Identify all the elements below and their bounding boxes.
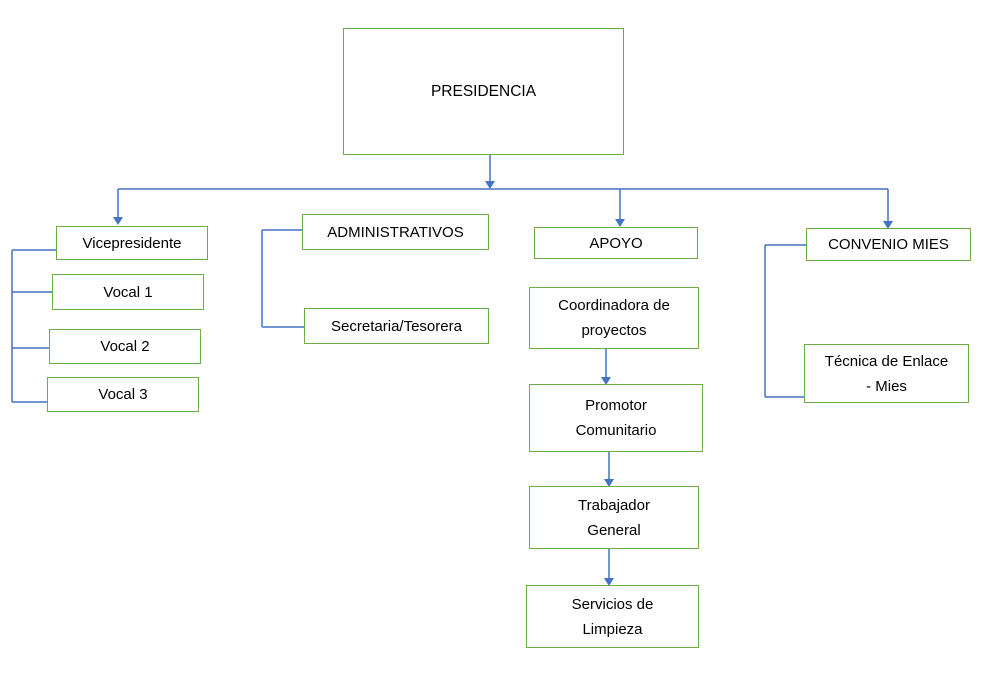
node-vocal-3: Vocal 3 [47, 377, 199, 412]
node-coordinadora-line1: Coordinadora de [558, 297, 670, 314]
node-trabajador-line1: Trabajador [578, 496, 650, 514]
node-convenio-mies-label: CONVENIO MIES [828, 236, 949, 253]
node-coordinadora-proyectos: Coordinadora de proyectos [529, 287, 699, 349]
node-servicios-line1: Servicios de [571, 595, 654, 613]
arrowhead-apoyo [615, 219, 625, 227]
node-vicepresidente: Vicepresidente [56, 226, 208, 260]
arrowhead-trabajador [604, 479, 614, 487]
node-presidencia: PRESIDENCIA [343, 28, 624, 155]
node-vocal-2: Vocal 2 [49, 329, 201, 364]
node-vocal-1: Vocal 1 [52, 274, 204, 310]
node-trabajador-line2: General [587, 521, 641, 539]
arrowhead-convenio [883, 221, 893, 229]
node-trabajador-general: Trabajador General [529, 486, 699, 549]
node-promotor-line1: Promotor [585, 397, 647, 414]
node-vocal-2-label: Vocal 2 [100, 338, 150, 355]
node-servicios-line2: Limpieza [582, 620, 643, 638]
node-promotor-line2: Comunitario [575, 422, 657, 439]
node-tecnica-enlace-mies: Técnica de Enlace - Mies [804, 344, 969, 403]
node-vicepresidente-label: Vicepresidente [82, 234, 182, 252]
node-coordinadora-line2: proyectos [581, 322, 647, 339]
node-vocal-3-label: Vocal 3 [98, 386, 148, 403]
node-administrativos: ADMINISTRATIVOS [302, 214, 489, 250]
node-secretaria-tesorera: Secretaria/Tesorera [304, 308, 489, 344]
arrowhead-promotor [601, 377, 611, 385]
node-presidencia-label: PRESIDENCIA [430, 83, 537, 100]
node-secretaria-tesorera-label: Secretaria/Tesorera [331, 317, 462, 335]
node-promotor-comunitario: Promotor Comunitario [529, 384, 703, 452]
arrowhead-presidencia [485, 181, 495, 189]
arrowhead-servicios [604, 578, 614, 586]
node-administrativos-label: ADMINISTRATIVOS [327, 223, 464, 241]
node-vocal-1-label: Vocal 1 [103, 283, 153, 301]
node-tecnica-line2: - Mies [866, 377, 907, 395]
arrowhead-vicepresidente [113, 217, 123, 225]
node-apoyo: APOYO [534, 227, 698, 259]
node-convenio-mies: CONVENIO MIES [806, 228, 971, 261]
node-servicios-limpieza: Servicios de Limpieza [526, 585, 699, 648]
node-tecnica-line1: Técnica de Enlace [824, 352, 949, 370]
node-apoyo-label: APOYO [589, 234, 643, 252]
